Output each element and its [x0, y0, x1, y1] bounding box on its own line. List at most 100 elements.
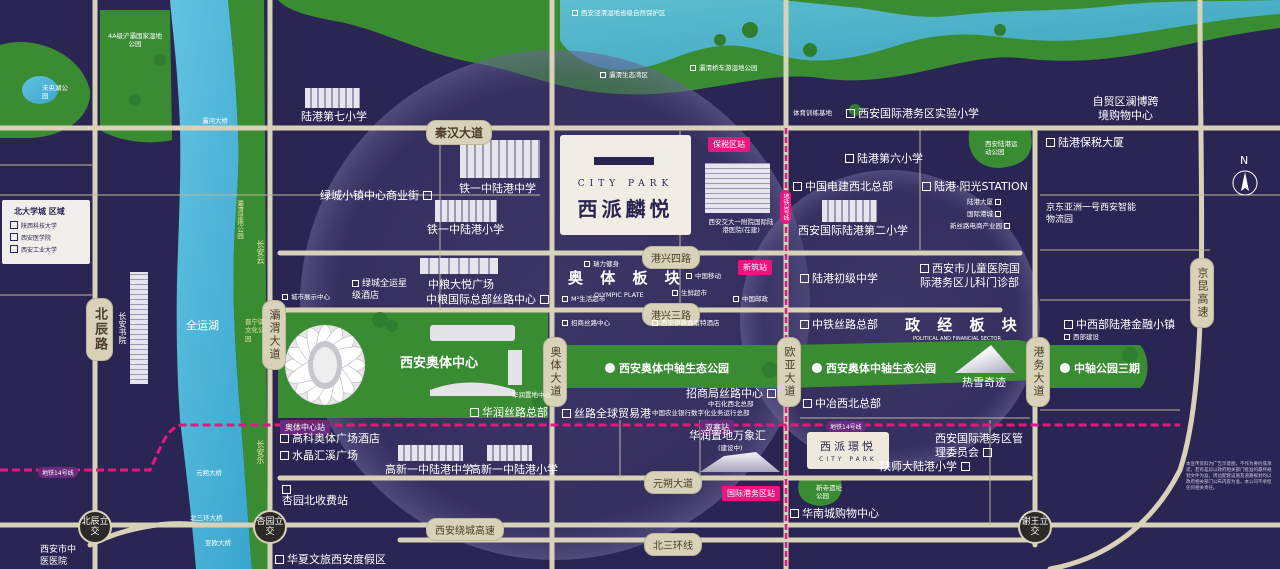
- poi-bawei-bay: 灞渭生态湾区: [600, 72, 648, 79]
- poi-lugang6: 陆港第六小学: [845, 153, 923, 164]
- poi-jiaoda-hospital: 西安交大一附院国际陆港医院(在建): [708, 218, 774, 235]
- poi-icon: [672, 290, 678, 296]
- road-label-beisan: 北三环线: [644, 533, 702, 556]
- node-xiewang[interactable]: 谢王立交: [1018, 510, 1052, 544]
- poi-icon: [846, 109, 855, 118]
- legend-item: 西安工业大学: [2, 243, 90, 255]
- poi-port-city: 国际港城: [967, 211, 1004, 218]
- legend-item: 陕西科技大学: [2, 219, 90, 231]
- station-guojigangwu[interactable]: 国际港务区站: [722, 486, 780, 501]
- legend-box: 北大学城 区域 陕西科技大学 西安医学院 西安工业大学: [2, 200, 90, 264]
- poi-icon: [690, 65, 696, 71]
- station-aotizhongxin[interactable]: 奥体中心站: [280, 420, 330, 435]
- node-beichen[interactable]: 北辰立交: [78, 510, 112, 544]
- poi-icon: [280, 434, 289, 443]
- poi-icon: [995, 211, 1002, 217]
- school-icon: [10, 221, 18, 229]
- sport-park: [968, 128, 1032, 168]
- park-axis-3[interactable]: 中轴公园三期: [1060, 360, 1140, 376]
- poi-icon: [275, 555, 284, 564]
- poi-mixc-status: (建设中): [718, 444, 743, 452]
- poi-icon: [922, 182, 931, 191]
- area-aoti-center: 西安奥体中心: [400, 356, 479, 371]
- project-badge-xipai-jingyue[interactable]: 西派璟悦 CITY PARK: [807, 432, 889, 469]
- poi-lanbo-mall: 自贸区澜博跨境购物中心: [1092, 95, 1159, 123]
- poi-icon: [800, 320, 809, 329]
- poi-icon: [652, 320, 658, 326]
- poi-icon: [1004, 223, 1011, 229]
- poi-city-exhibition: 城市展示中心: [282, 294, 330, 301]
- tree-icon: [1060, 363, 1070, 373]
- disclaimer-text: 本宣传资料为广告示意图，不作为要约或承诺，若有差异以政府相关部门批准的最终规划文…: [1186, 462, 1272, 492]
- building-gaoxin-primary: [487, 445, 532, 461]
- poi-silkroad-trade: 丝路全球贸易港: [562, 408, 651, 419]
- poi-gaoke-hotel: 高科奥体广场酒店: [280, 433, 380, 444]
- metro-line-14: [0, 423, 1180, 472]
- poi-hot-snow: 热雪奇迹: [962, 376, 1006, 389]
- tree-clusters: [129, 22, 1138, 408]
- road-label-qinhan: 秦汉大道: [426, 120, 493, 145]
- poi-tieyi-primary: 铁一中陆港小学: [427, 223, 504, 236]
- poi-powerchina: 中国电建西北总部: [793, 181, 893, 192]
- school-icon: [10, 233, 18, 241]
- building-zhongliang: [420, 258, 498, 274]
- label-changan-le: 长安乐: [256, 440, 265, 464]
- poi-icon: [572, 10, 578, 16]
- poi-icon: [562, 409, 571, 418]
- poi-gangwu-committee: 西安国际港务区管理委员会: [935, 432, 1023, 460]
- poi-icon: [1046, 138, 1055, 147]
- poi-tcm-hospital: 西安市中医医院: [40, 545, 77, 567]
- poi-lugang-junior: 陆港初级中学: [800, 273, 878, 284]
- station-xinzhu[interactable]: 新筑站: [738, 260, 772, 275]
- road-label-beichen: 北辰路: [86, 298, 113, 361]
- poi-icon: [793, 182, 802, 191]
- poi-icon: [982, 448, 992, 458]
- poi-cofco-silkroad: 中粮国际总部丝路中心: [426, 294, 552, 305]
- poi-jinning-park: 晋宁驿文化公园: [245, 318, 265, 343]
- secondary-project-name: 西派璟悦: [820, 440, 876, 453]
- road-label-ouya: 欧亚大道: [777, 337, 801, 407]
- poi-m2-market: M²生活超市: [562, 296, 605, 303]
- building-changan-shuyuan: [130, 272, 148, 384]
- toll-icon: [282, 485, 291, 494]
- poi-china-mobile: 中国移动: [686, 273, 721, 280]
- poi-icon: [584, 261, 590, 267]
- building-tieyi-middle: [460, 140, 540, 178]
- tree-icon: [812, 363, 822, 373]
- label-beisan-bridge: 北三环大桥: [190, 514, 223, 522]
- poi-weiyang-park: 未央湖公园: [42, 84, 68, 101]
- secondary-project-logo: CITY PARK: [819, 456, 877, 463]
- xinsi-park: [798, 478, 842, 506]
- poi-sinopec: 中石化西北总部: [708, 400, 754, 408]
- compass-label: N: [1240, 154, 1249, 167]
- poi-icon: [470, 408, 479, 417]
- building-hospital: [705, 163, 770, 213]
- zhengjing-glow: [740, 170, 1040, 470]
- poi-icon: [280, 451, 289, 460]
- project-badge-xipai-linyue[interactable]: CITY PARK 西派麟悦: [560, 135, 691, 235]
- poi-icon: [920, 264, 929, 273]
- poi-icon: [766, 389, 776, 398]
- node-xingyuan[interactable]: 杏园立交: [253, 510, 287, 544]
- project-name: 西派麟悦: [577, 197, 674, 221]
- area-quanyun-lake: 全运湖: [186, 319, 219, 332]
- chanba-park: [100, 10, 172, 143]
- poi-icon: [1064, 334, 1070, 340]
- lake-top: [560, 0, 1280, 70]
- weiyang-lake: [22, 76, 58, 104]
- river-bank-green: [228, 0, 268, 569]
- project-logo-text: CITY PARK: [577, 179, 674, 189]
- road-label-yuanming: 元朔大道: [644, 471, 702, 494]
- poi-icon: [960, 462, 970, 471]
- metro-label-14-left: 地铁14号线: [38, 467, 78, 478]
- park-axis-right[interactable]: 西安奥体中轴生态公园: [812, 360, 936, 376]
- axis-park-left: [560, 345, 780, 388]
- poi-merchants-silkroad: 招商丝路中心: [562, 320, 610, 327]
- station-shuangzhai[interactable]: 双寨站: [700, 420, 734, 435]
- station-baoshui[interactable]: 保税区站: [708, 137, 750, 152]
- poi-shida-primary: 陕师大陆港小学: [880, 461, 973, 472]
- poi-fresh-market: 生鲜超市: [672, 290, 707, 297]
- legend-title: 北大学城 区域: [14, 207, 65, 216]
- park-axis-left[interactable]: 西安奥体中轴生态公园: [605, 360, 729, 376]
